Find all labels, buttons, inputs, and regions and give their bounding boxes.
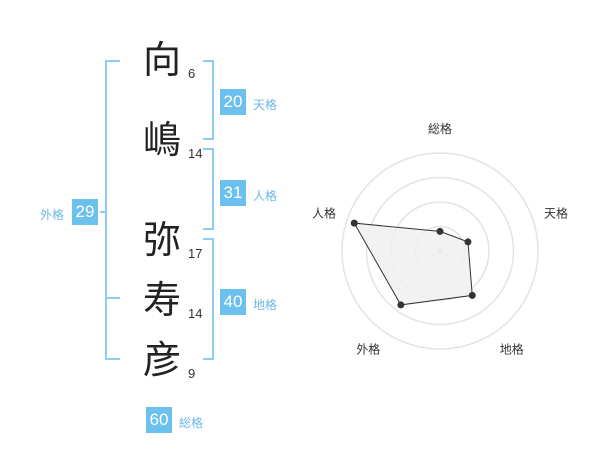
axis-label-1: 総格 [428, 121, 452, 136]
data-point-1 [436, 227, 444, 235]
name-char-3: 弥 [142, 218, 181, 262]
soukaku-badge: 60 [146, 407, 172, 433]
stroke-count-2: 14 [188, 146, 203, 161]
jinkaku-bracket [203, 148, 214, 230]
chikaku-bracket [203, 238, 214, 360]
gaikaku-label: 外格 [40, 208, 65, 222]
chikaku-badge: 40 [220, 289, 246, 315]
data-point-4 [397, 301, 405, 309]
stroke-count-3: 17 [188, 246, 203, 261]
name-char-4: 寿 [142, 278, 181, 322]
data-area [353, 222, 473, 306]
jinkaku-label: 人格 [253, 189, 278, 203]
tenkaku-bracket [203, 60, 214, 140]
gaikaku-badge: 29 [72, 199, 98, 225]
stroke-count-1: 6 [188, 66, 196, 81]
data-point-3 [468, 291, 476, 299]
tenkaku-badge: 20 [220, 89, 246, 115]
axis-label-4: 外格 [356, 342, 380, 357]
soukaku-label: 総格 [179, 416, 204, 430]
axis-label-5: 人格 [312, 205, 336, 220]
grid-ring-4 [341, 152, 539, 350]
name-char-5: 彦 [142, 338, 181, 382]
stroke-count-4: 14 [188, 306, 203, 321]
data-point-5 [350, 219, 358, 227]
gaikaku-bracket [105, 60, 120, 360]
name-char-1: 向 [142, 38, 181, 82]
axis-label-2: 天格 [544, 205, 568, 220]
data-point-2 [464, 238, 472, 246]
grid-ring-3 [365, 176, 515, 326]
tenkaku-label: 天格 [253, 98, 278, 112]
chikaku-label: 地格 [253, 298, 278, 312]
stroke-count-5: 9 [188, 366, 196, 381]
name-char-2: 嶋 [142, 118, 181, 162]
jinkaku-badge: 31 [220, 180, 246, 206]
axis-label-3: 地格 [500, 342, 524, 357]
